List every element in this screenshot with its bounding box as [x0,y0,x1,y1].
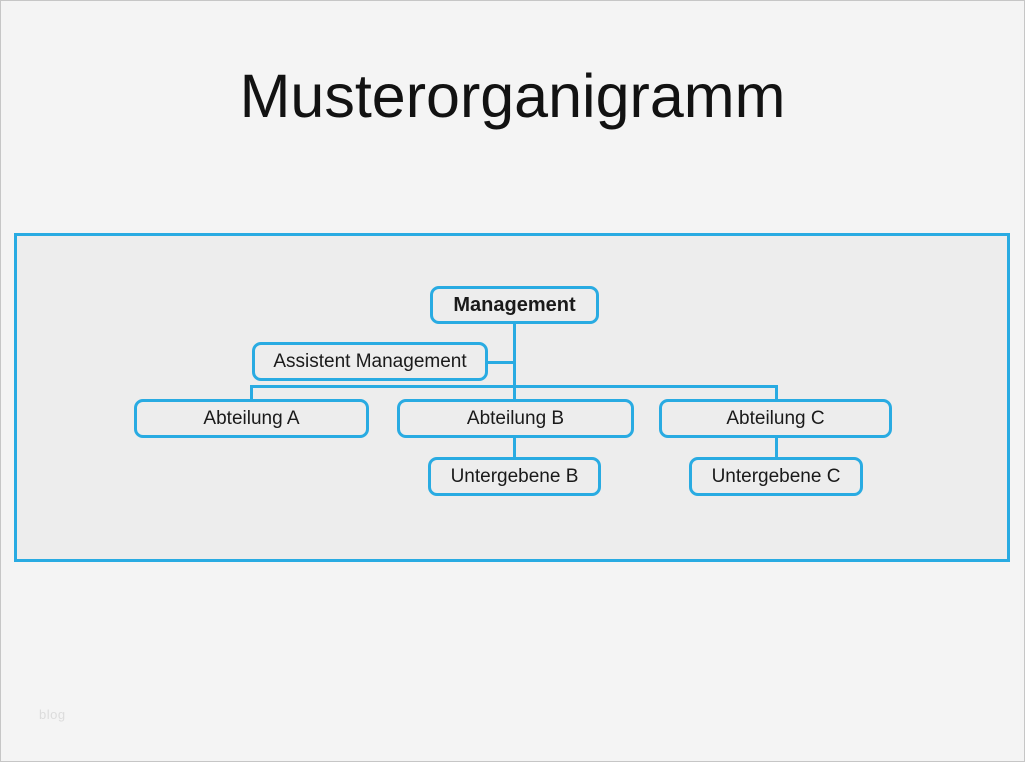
org-chart-frame [14,233,1010,562]
org-node-abteilung-a: Abteilung A [134,399,369,438]
blog-watermark: blog [39,707,66,722]
connector-abteilung-b-down [513,437,516,459]
org-node-untergebene-b: Untergebene B [428,457,601,496]
org-node-abteilung-c: Abteilung C [659,399,892,438]
org-node-assistent-management: Assistent Management [252,342,488,381]
org-node-untergebene-c: Untergebene C [689,457,863,496]
org-node-abteilung-b: Abteilung B [397,399,634,438]
connector-drop-abteilung-c [775,385,778,401]
org-node-management: Management [430,286,599,324]
page-title: Musterorganigramm [239,62,786,130]
connector-departments-horizontal [250,385,778,388]
connector-drop-abteilung-a [250,385,253,401]
connector-abteilung-c-down [775,437,778,459]
connector-assistent-link [487,361,514,364]
connector-management-down [513,323,516,401]
